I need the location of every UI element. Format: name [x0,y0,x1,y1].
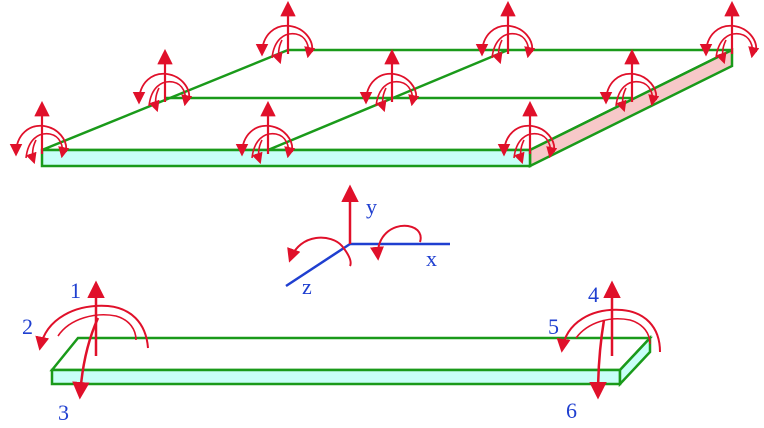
node-rotation-arrow-z [251,132,296,159]
node-tail-arrow [513,139,525,165]
node-rotation-arrow-z [491,32,536,59]
node-rotation-arrow-x [699,24,758,57]
node-rotation-arrow-x [359,72,418,105]
dof-2-rotation-arrow-inner [57,314,137,341]
node-tail-arrow [25,139,37,165]
node-rotation-arrow-z [615,80,660,107]
node-rotation-arrow-x [475,24,534,57]
plate-grid-line-diagonal [267,48,509,152]
plate-node-2 [132,48,193,113]
node-tail-arrow [271,39,283,65]
dof-label-1: 1 [70,278,81,303]
z-axis-line [285,242,351,288]
dof-5-rotation-arrow [556,308,661,353]
dof-label-2: 2 [22,314,33,339]
dof-5-rotation-arrow-inner [575,318,651,345]
node-rotation-arrow-x [599,72,658,105]
beam-end-face [618,334,652,388]
beam-front-face [50,368,622,386]
node-rotation-arrow-x [132,72,191,105]
plate-node-1 [9,100,70,165]
dof-label-3: 3 [58,400,69,425]
plate-node-4 [235,100,296,165]
node-tail-arrow [615,87,627,113]
plate-element [40,47,734,169]
dof-3-arrow [72,317,100,400]
beam-element [49,334,653,388]
node-tail-arrow [148,87,160,113]
plate-node-5 [359,48,420,113]
node-tail-arrow [375,87,387,113]
x-rotation-arrow [370,224,422,261]
beam-top-face [49,336,653,372]
beam-node-right-dofs [556,280,661,400]
node-rotation-arrow-x [235,124,294,157]
dof-labels: 1 2 3 4 5 6 [22,278,599,425]
plate-node-6 [475,0,536,65]
node-tail-arrow [491,39,503,65]
dof-label-5: 5 [548,314,559,339]
node-tail-arrow [251,139,263,165]
node-tail-arrow [715,39,727,65]
z-axis-label: z [302,274,312,299]
node-rotation-arrow-x [255,24,314,57]
plate-node-3 [255,0,316,65]
y-axis-label: y [366,194,377,219]
node-rotation-arrow-z [513,132,558,159]
plate-node-7 [497,100,558,165]
z-rotation-arrow [287,236,352,267]
dof-label-6: 6 [566,398,577,423]
axis-triad: y x z [285,184,450,299]
node-rotation-arrow-z [148,80,193,107]
node-rotation-arrow-x [497,124,556,157]
node-rotation-arrow-z [271,32,316,59]
node-dof-symbols [9,0,760,165]
dof-label-4: 4 [588,282,599,307]
plate-node-9 [699,0,760,65]
x-axis-label: x [426,246,437,271]
node-rotation-arrow-z [25,132,70,159]
plate-node-8 [599,48,660,113]
beam-node-left-dofs [35,280,149,400]
dof-6-arrow [589,319,607,400]
node-rotation-arrow-x [9,124,68,157]
node-rotation-arrow-z [715,32,760,59]
dof-2-rotation-arrow [35,304,149,351]
node-rotation-arrow-z [375,80,420,107]
plate-front-face [40,148,532,168]
